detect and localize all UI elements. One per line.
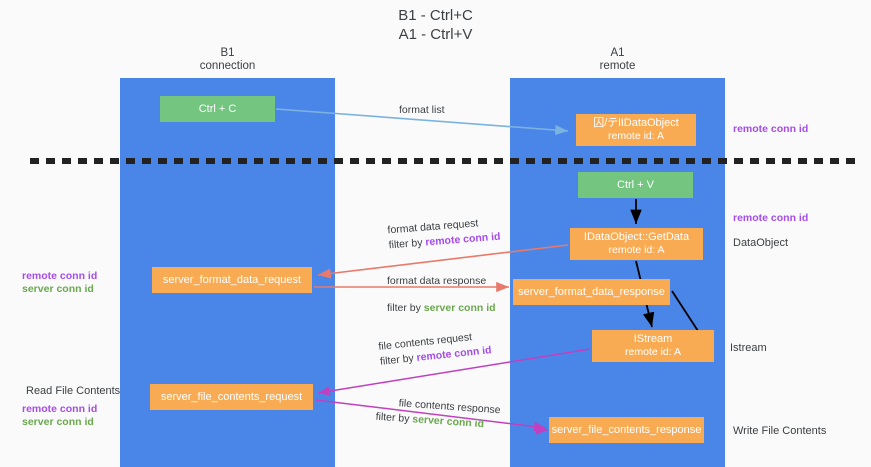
node-server-file-contents-response[interactable]: server_file_contents_response: [549, 417, 704, 443]
swimlane-a1-role: remote: [599, 60, 636, 72]
swimlane-header-a1: A1 remote: [510, 47, 725, 73]
swimlane-header-b1: B1 connection: [120, 47, 335, 73]
side-label-write-file-contents: Write File Contents: [733, 425, 827, 437]
node-server-format-data-request[interactable]: server_format_data_request: [152, 267, 312, 293]
side-label-right-mid-remote-conn-id: remote conn id: [733, 212, 809, 224]
file-contents-request-filter-prefix: filter by: [379, 352, 418, 368]
side-label-left-bottom-server-conn-id: server conn id: [22, 416, 94, 428]
format-data-response-filter-prefix: filter by: [387, 302, 424, 314]
node-idataobject[interactable]: 囚/テlIDataObject remote id: A: [576, 114, 696, 146]
node-istream-sub: remote id: A: [624, 346, 682, 358]
node-server-file-contents-request[interactable]: server_file_contents_request: [150, 384, 313, 410]
node-idataobject-getdata[interactable]: IDataObject::GetData remote id: A: [570, 228, 703, 260]
node-server-file-contents-response-label: server_file_contents_response: [551, 423, 702, 436]
format-data-request-filter-prefix: filter by: [388, 236, 426, 252]
edge-label-format-data-response: format data response filter by server co…: [387, 274, 496, 316]
edge-label-format-data-request: format data request filter by remote con…: [387, 215, 501, 254]
node-server-file-contents-request-label: server_file_contents_request: [160, 390, 303, 403]
side-label-left-server-conn-id: server conn id: [22, 283, 94, 295]
edge-label-file-contents-response: file contents response filter by server …: [375, 395, 501, 434]
side-label-dataobject: DataObject: [733, 237, 789, 249]
edge-label-format-list: format list: [399, 104, 445, 116]
node-ctrl-v-label: Ctrl + V: [617, 178, 654, 191]
side-label-right-top-remote-conn-id: remote conn id: [733, 123, 809, 135]
format-data-response-line2: filter by server conn id: [387, 301, 496, 316]
side-label-read-file-contents: Read File Contents: [26, 385, 121, 397]
format-data-response-line1: format data response: [387, 275, 487, 287]
node-server-format-data-response-label: server_format_data_response: [518, 285, 665, 298]
node-istream[interactable]: IStream remote id: A: [592, 330, 714, 362]
file-contents-response-filter-key: server conn id: [411, 413, 485, 431]
swimlane-a1-name: A1: [610, 47, 625, 59]
swimlane-b1-name: B1: [220, 47, 235, 59]
format-data-response-filter-key: server conn id: [423, 302, 496, 314]
side-label-istream: Istream: [730, 342, 767, 354]
node-ctrl-v[interactable]: Ctrl + V: [578, 172, 693, 198]
title-line-1: B1 - Ctrl+C: [398, 7, 473, 24]
side-label-left-bottom-remote-conn-id: remote conn id: [22, 403, 98, 415]
edge-label-file-contents-request: file contents request filter by remote c…: [378, 328, 493, 370]
node-getdata-sub: remote id: A: [608, 244, 665, 256]
title-line-2: A1 - Ctrl+V: [398, 26, 473, 43]
node-server-format-data-request-label: server_format_data_request: [162, 273, 302, 286]
node-idataobject-sub: remote id: A: [607, 130, 665, 142]
side-label-left-remote-conn-id: remote conn id: [22, 270, 98, 282]
swimlane-b1-role: connection: [199, 60, 256, 72]
node-istream-label: IStream: [633, 333, 673, 345]
node-ctrl-c[interactable]: Ctrl + C: [160, 96, 275, 122]
node-idataobject-label: 囚/テlIDataObject: [593, 117, 679, 129]
node-getdata-label: IDataObject::GetData: [583, 231, 690, 243]
file-contents-response-filter-prefix: filter by: [375, 410, 413, 426]
node-server-format-data-response[interactable]: server_format_data_response: [513, 279, 670, 305]
node-ctrl-c-label: Ctrl + C: [198, 102, 237, 115]
diagram-title: B1 - Ctrl+C A1 - Ctrl+V: [0, 6, 871, 44]
